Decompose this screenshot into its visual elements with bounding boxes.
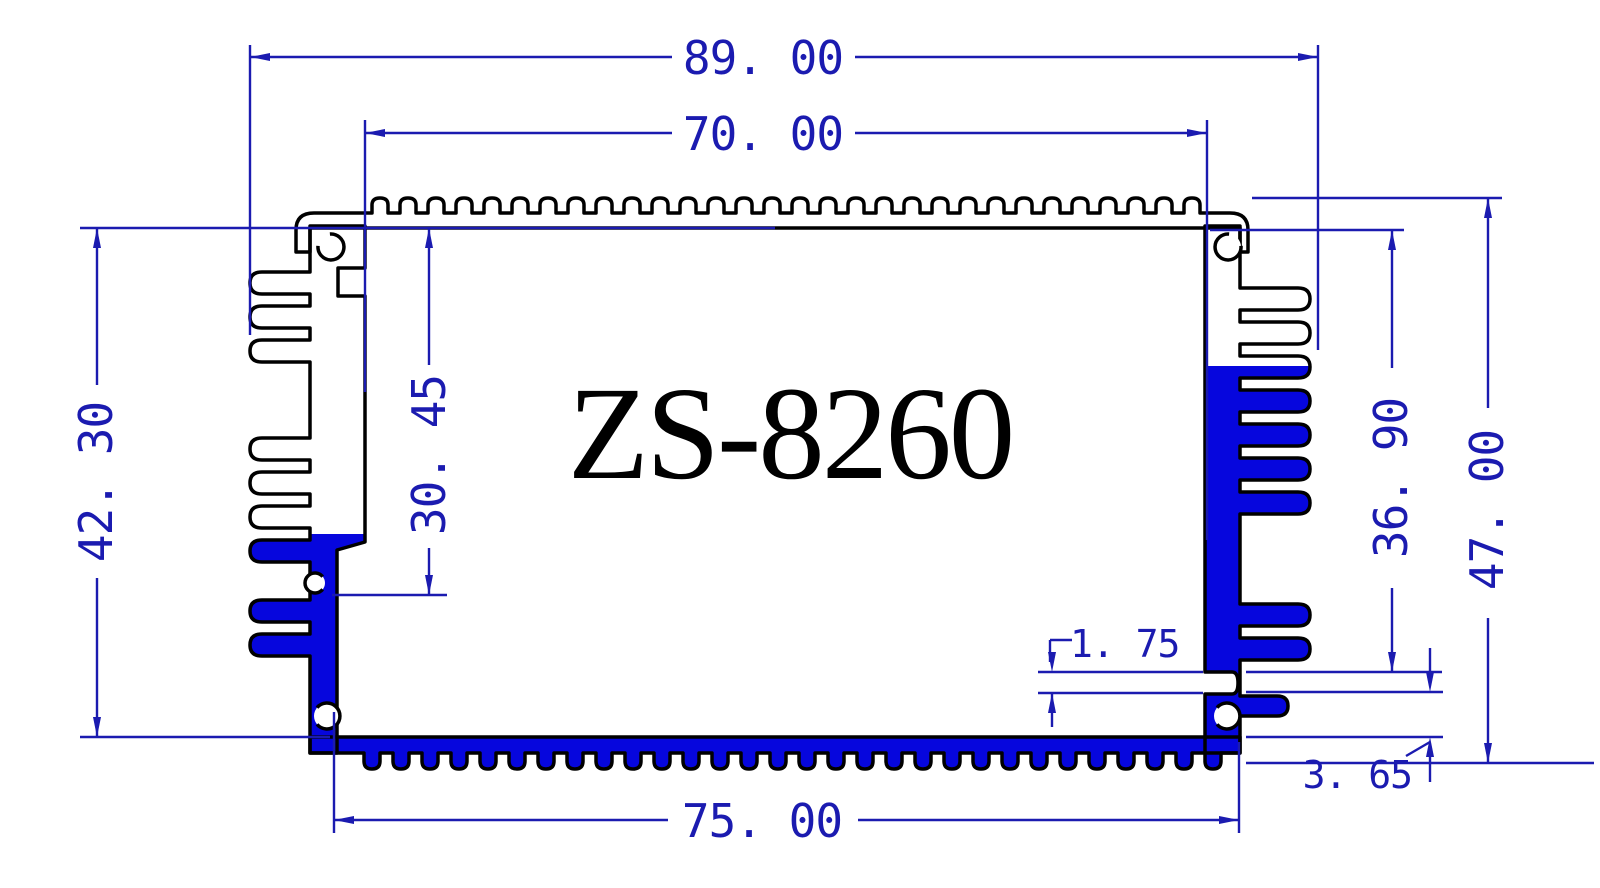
dimension-labels: 89. 00 70. 00 75. 00 42. 30 30. 45 36. 9… [69,31,1514,848]
dimension-arrowhead [1426,737,1434,757]
dimension-arrowhead [1048,693,1056,713]
screw-boss-arc [1215,701,1242,731]
dim-label-right-inner-height: 36. 90 [1364,398,1418,558]
screw-boss-bore [1214,703,1240,729]
dim-label-left-inner-height: 42. 30 [69,402,123,562]
dimension-arrowhead [1484,743,1492,763]
dimension-arrowhead [1219,816,1239,824]
dim-label-overall-width: 89. 00 [683,31,843,85]
screw-boss-bore [318,234,344,260]
dimension-arrowhead [1388,652,1396,672]
screw-boss-arc [315,701,342,731]
dimension-arrowhead [425,575,433,595]
dimension-arrowhead [93,717,101,737]
dimension-arrowhead [250,53,270,61]
dimension-arrowhead [1484,198,1492,218]
dim-label-slot-height: 1. 75 [1070,622,1179,666]
dim-label-top-span: 70. 00 [683,107,843,161]
part-number-label: ZS-8260 [568,359,1013,507]
screw-boss-bore [305,573,325,593]
dimension-arrowhead [1048,652,1056,672]
dim-label-overall-height: 47. 00 [1460,430,1514,590]
dimension-arrowhead [334,816,354,824]
screw-boss-arc [1213,232,1243,262]
dim-label-bottom-span: 75. 00 [682,794,842,848]
dim-label-left-cavity-depth: 30. 45 [402,375,456,535]
profile-cross-section [248,196,1312,771]
screw-boss-arc [316,232,346,262]
screw-boss-bore [1215,234,1241,260]
screw-boss-arc [303,571,325,595]
dimension-arrowhead [1388,230,1396,250]
dim-label-base-step: 3. 65 [1303,753,1412,797]
dimension-annotations [80,45,1594,833]
top-wall-fill [296,198,1248,252]
dimension-arrowhead [93,228,101,248]
dimension-arrowhead [425,228,433,248]
screw-boss-channels [303,232,1243,731]
dimension-line [1405,740,1431,758]
dimension-arrowhead [1426,672,1434,692]
dimension-arrowhead [1298,53,1318,61]
dimension-arrowhead [1187,129,1207,137]
dimension-arrowhead [365,129,385,137]
